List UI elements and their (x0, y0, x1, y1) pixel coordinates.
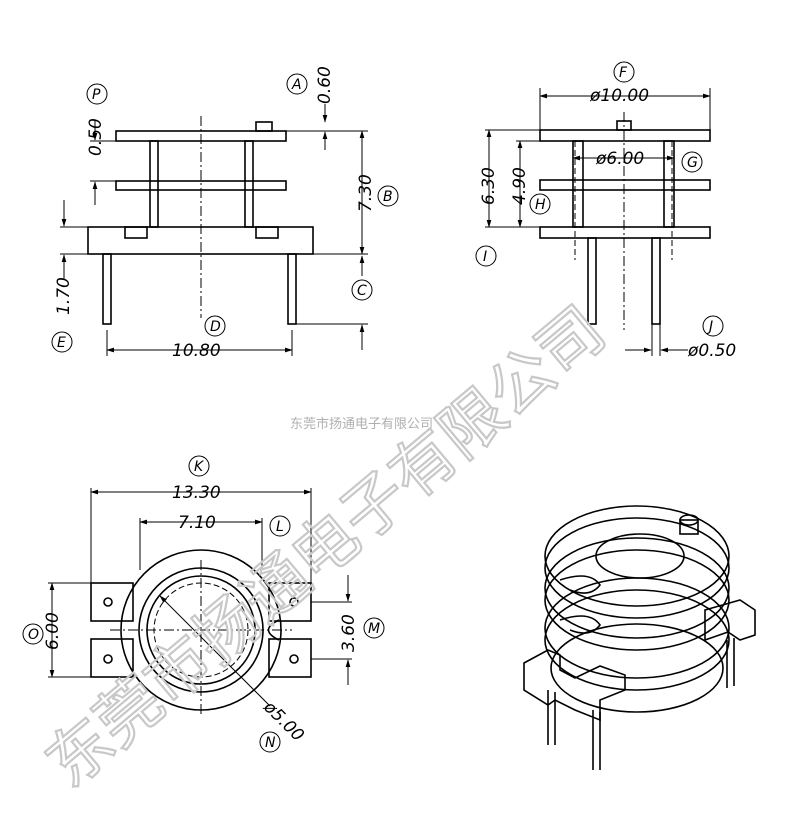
dim-13-30: 13.30 (172, 483, 221, 503)
svg-text:O: O (28, 627, 39, 643)
dim-phi-6-00: ø6.00 (595, 149, 644, 169)
top-view (48, 488, 352, 715)
label-o: O (22, 623, 44, 645)
dim-7-30: 7.30 (356, 174, 376, 212)
svg-text:G: G (687, 155, 698, 171)
dim-6-00: 6.00 (43, 612, 63, 650)
dim-7-10: 7.10 (178, 513, 216, 533)
svg-text:K: K (194, 459, 205, 475)
label-m: M (363, 617, 385, 639)
label-i: I (475, 245, 497, 267)
svg-text:M: M (368, 621, 380, 637)
svg-text:J: J (706, 319, 713, 335)
side-view (485, 88, 711, 356)
label-a: A (286, 73, 308, 95)
dim-phi-0-50: ø0.50 (687, 341, 736, 361)
label-n: N (259, 731, 281, 753)
dim-6-30: 6.30 (479, 167, 499, 205)
label-h: H (529, 193, 551, 215)
dim-4-90: 4.90 (510, 167, 530, 205)
label-b: B (377, 185, 399, 207)
svg-text:H: H (535, 197, 546, 213)
dim-1-70: 1.70 (54, 277, 74, 315)
watermark-large: 东莞市扬通电子有限公司 (33, 293, 620, 802)
svg-text:F: F (619, 65, 628, 81)
watermark-small: 东莞市扬通电子有限公司 (290, 416, 433, 432)
svg-text:I: I (483, 249, 487, 265)
label-g: G (681, 151, 703, 173)
label-e: E (51, 331, 73, 353)
dim-0-60: 0.60 (315, 66, 335, 104)
dim-0-50: 0.50 (86, 118, 106, 156)
svg-text:C: C (357, 283, 367, 299)
svg-text:A: A (291, 77, 302, 93)
label-j: J (702, 315, 724, 337)
label-c: C (351, 279, 373, 301)
svg-text:L: L (276, 519, 284, 535)
label-l: L (269, 515, 291, 537)
dim-phi-10-00: ø10.00 (589, 86, 649, 106)
svg-text:E: E (57, 335, 66, 351)
label-k: K (188, 455, 210, 477)
front-view (60, 104, 368, 356)
dim-10-80: 10.80 (172, 341, 221, 361)
label-f: F (613, 61, 635, 83)
isometric-view (523, 505, 756, 770)
label-p: P (86, 83, 108, 105)
svg-text:P: P (92, 87, 101, 103)
dim-3-60: 3.60 (339, 614, 359, 652)
svg-text:N: N (265, 735, 276, 751)
label-d: D (204, 315, 226, 337)
svg-text:D: D (210, 319, 221, 335)
svg-text:B: B (383, 189, 393, 205)
